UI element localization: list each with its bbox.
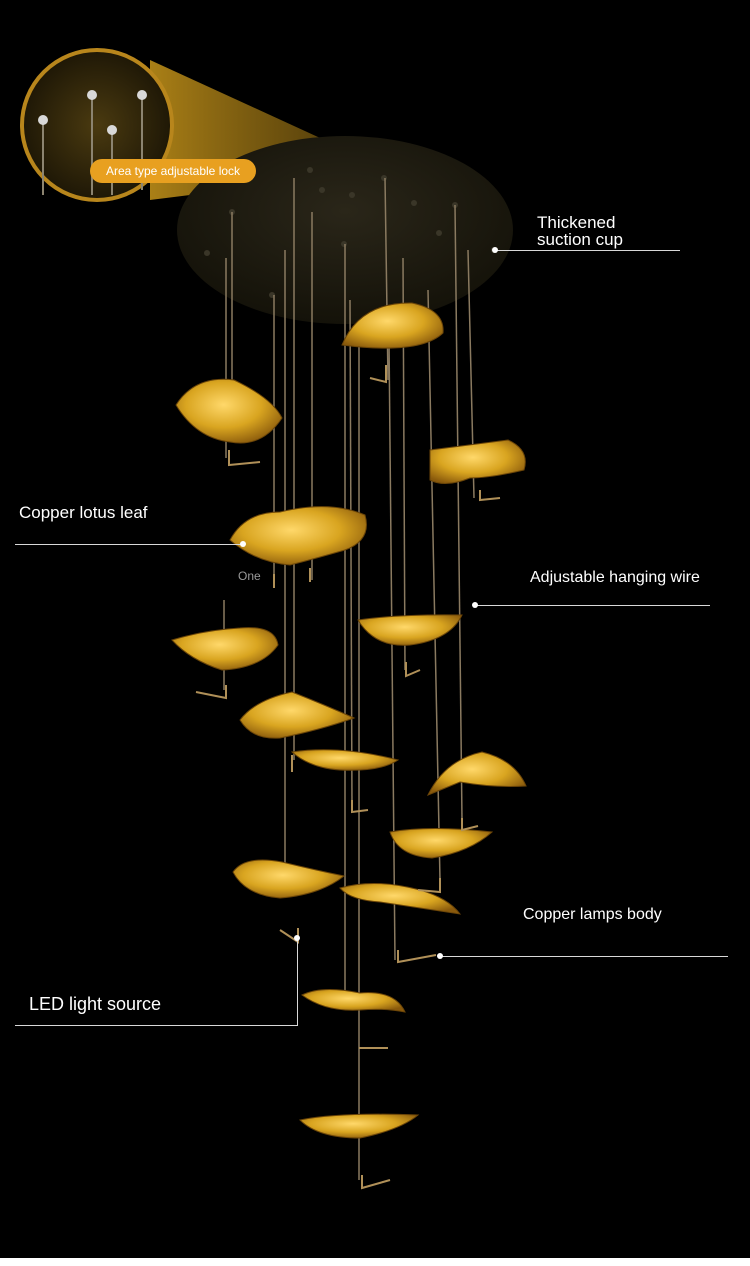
led-callout-vertical-line bbox=[297, 938, 298, 1026]
wire-callout-label: Adjustable hanging wire bbox=[530, 569, 700, 586]
suction-callout-line2: suction cup bbox=[537, 230, 623, 249]
one-label: One bbox=[238, 569, 261, 583]
bottom-border bbox=[0, 1258, 750, 1266]
lamp-bodies bbox=[195, 365, 501, 1190]
lock-callout-label: Area type adjustable lock bbox=[90, 159, 256, 183]
led-callout-line bbox=[15, 1025, 298, 1026]
leaf-callout-line bbox=[15, 544, 243, 545]
suction-callout-line bbox=[496, 250, 680, 251]
body-callout-line bbox=[441, 956, 728, 957]
lens-locks bbox=[38, 90, 147, 135]
body-callout-dot bbox=[437, 953, 443, 959]
leaf-callout-label: Copper lotus leaf bbox=[19, 503, 148, 522]
suction-callout-dot bbox=[492, 247, 498, 253]
led-callout-label: LED light source bbox=[29, 994, 162, 1014]
suction-callout-line1: Thickened bbox=[537, 213, 616, 232]
canopy-disc bbox=[177, 136, 513, 324]
leaf-callout-dot bbox=[240, 541, 246, 547]
wire-callout-dot bbox=[472, 602, 478, 608]
body-callout-label: Copper lamps body bbox=[523, 906, 662, 923]
led-callout-dot bbox=[294, 935, 300, 941]
copper-leaves bbox=[171, 302, 527, 1139]
wire-callout-line bbox=[476, 605, 710, 606]
